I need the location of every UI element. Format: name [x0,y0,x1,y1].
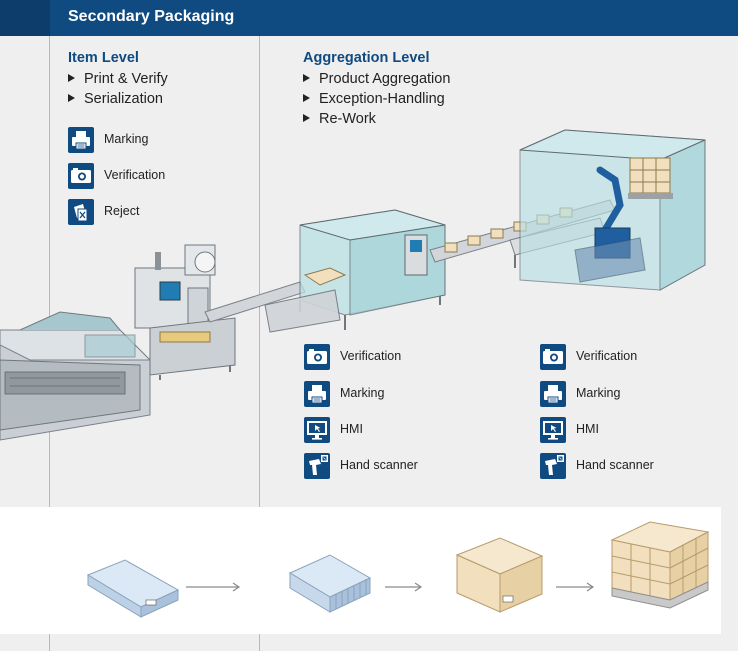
monitor-icon [540,417,566,443]
palletizer-cell-illustration [519,129,706,291]
triangle-bullet-icon [68,74,75,82]
triangle-bullet-icon [68,94,75,102]
bullet-item: Re-Work [303,109,450,129]
monitor-icon [304,417,330,443]
bullet-item: Serialization [68,89,168,109]
triangle-bullet-icon [303,94,310,102]
item-level-bullets: Print & Verify Serialization [68,69,168,109]
page-title: Secondary Packaging [68,8,235,25]
hand-scanner-icon [304,453,330,479]
bullet-item: Exception-Handling [303,89,450,109]
bullet-item: Product Aggregation [303,69,450,89]
camera-icon [68,163,94,189]
case-conveyor-illustration [429,199,616,268]
printer-icon [304,381,330,407]
blister-machine-illustration [0,311,152,441]
column-divider-middle [259,36,260,651]
camera-icon [304,344,330,370]
header-bar: Secondary Packaging [0,0,738,36]
aggregation-level-bullets: Product Aggregation Exception-Handling R… [303,69,450,129]
printer-icon [68,127,94,153]
aggregation-station-illustration [264,209,446,333]
aggregation-level-title: Aggregation Level [303,50,430,66]
print-verify-station-illustration [134,244,236,380]
reject-icon [68,199,94,225]
hand-scanner-icon [540,453,566,479]
triangle-bullet-icon [303,114,310,122]
packaging-progression-strip [0,507,721,634]
printer-icon [540,381,566,407]
item-level-title: Item Level [68,50,139,66]
triangle-bullet-icon [303,74,310,82]
camera-icon [540,344,566,370]
header-tab [50,0,738,36]
bullet-item: Print & Verify [68,69,168,89]
